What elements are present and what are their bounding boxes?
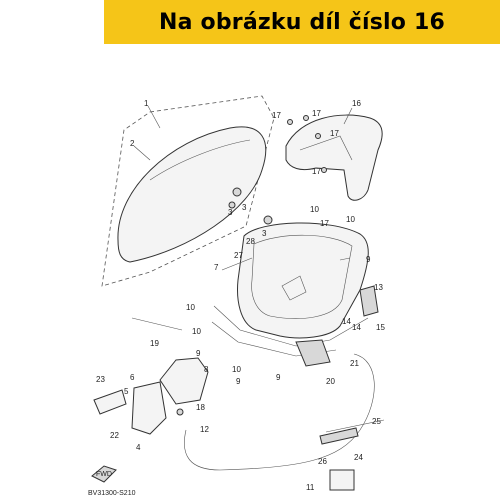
callout-20: 20 (326, 377, 335, 386)
callout-13: 13 (374, 283, 383, 292)
callout-3c: 3 (242, 203, 247, 212)
callout-4: 4 (136, 443, 141, 452)
callout-10d: 10 (192, 327, 201, 336)
callout-19: 19 (150, 339, 159, 348)
page-title: Na obrázku díl číslo 16 (159, 9, 445, 35)
handle-bolt (315, 133, 321, 139)
callout-11: 11 (306, 483, 315, 492)
owners-manual (329, 469, 355, 491)
callout-21: 21 (350, 359, 359, 368)
callout-5: 5 (124, 387, 129, 396)
seat-assembly-outline (101, 95, 275, 287)
rear-lower-cover (159, 357, 209, 405)
callout-3a: 3 (228, 208, 233, 217)
seat-lock-cable (184, 353, 375, 471)
handle-bolt (287, 119, 293, 125)
callout-9b: 9 (196, 349, 201, 358)
seat-latch (131, 381, 167, 435)
callout-8: 8 (204, 365, 209, 374)
callout-14b: 14 (352, 323, 361, 332)
callout-25: 25 (372, 417, 381, 426)
callout-17a: 17 (272, 111, 281, 120)
callout-3b: 3 (262, 229, 267, 238)
callout-15: 15 (376, 323, 385, 332)
grab-handle (285, 114, 383, 201)
callout-9d: 9 (236, 377, 241, 386)
seat (117, 126, 267, 263)
callout-17d: 17 (312, 167, 321, 176)
fwd-arrow-icon (91, 465, 117, 483)
callout-18: 18 (196, 403, 205, 412)
side-bracket (295, 339, 331, 367)
seat-nut (263, 215, 273, 225)
callout-17c: 17 (330, 129, 339, 138)
callout-23: 23 (96, 375, 105, 384)
callout-7: 7 (214, 263, 219, 272)
callout-10e: 10 (232, 365, 241, 374)
callout-2: 2 (130, 139, 135, 148)
callout-24: 24 (354, 453, 363, 462)
header-banner: Na obrázku díl číslo 16 (104, 0, 500, 44)
callout-10b: 10 (346, 215, 355, 224)
callout-6: 6 (130, 373, 135, 382)
callout-9a: 9 (366, 255, 371, 264)
callout-9c: 9 (276, 373, 281, 382)
callout-12: 12 (200, 425, 209, 434)
callout-28: 28 (246, 237, 255, 246)
reference-code: BV31300-S210 (88, 490, 136, 497)
handle-bolt (303, 115, 309, 121)
callout-16: 16 (352, 99, 361, 108)
callout-10a: 10 (310, 205, 319, 214)
callout-27: 27 (234, 251, 243, 260)
callout-17b: 17 (312, 109, 321, 118)
handle-bolt (321, 167, 327, 173)
fwd-label: FWD (96, 471, 112, 478)
callout-17e: 17 (320, 219, 329, 228)
tool-screwdriver (325, 419, 385, 433)
callout-1: 1 (144, 99, 149, 108)
tool-wrench (319, 427, 359, 445)
callout-10c: 10 (186, 303, 195, 312)
seat-nut (232, 187, 242, 197)
callout-26: 26 (318, 457, 327, 466)
callout-22: 22 (110, 431, 119, 440)
latch-bolt (176, 408, 184, 416)
seat-nut (228, 201, 236, 209)
helmet-hook (93, 389, 127, 415)
callout-14a: 14 (342, 317, 351, 326)
lock-bracket (359, 285, 379, 317)
